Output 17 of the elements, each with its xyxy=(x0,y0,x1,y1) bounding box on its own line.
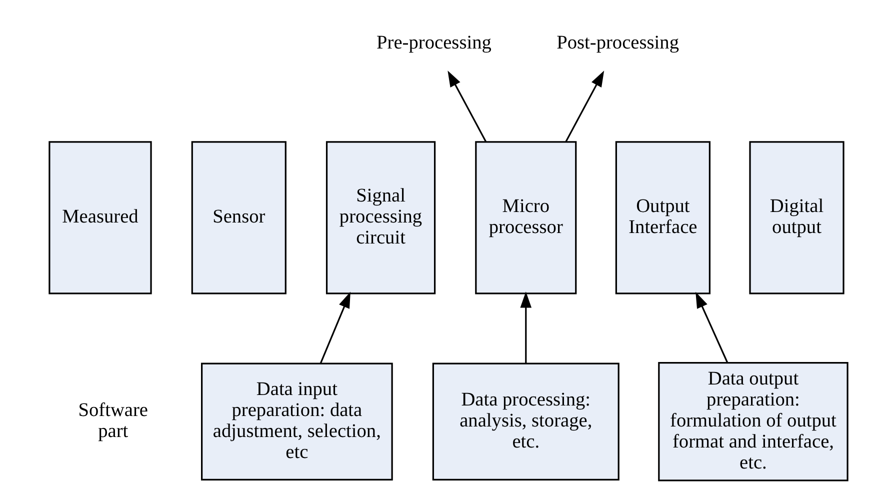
node-box: Data output preparation: formulation of output format and interface, etc. xyxy=(658,362,848,482)
node-text: Pre-processing xyxy=(376,32,491,54)
arrow xyxy=(520,292,532,364)
node-box: Measured xyxy=(48,141,152,294)
arrow xyxy=(564,70,604,142)
arrow xyxy=(695,292,728,363)
node-box: Signal processing circuit xyxy=(325,141,436,294)
label: Software part xyxy=(78,400,148,442)
node-box: Digital output xyxy=(748,141,844,294)
node-box: Data input preparation: data adjustment, selection, etc xyxy=(200,362,392,480)
node-text: Post-processing xyxy=(556,32,678,54)
node-box: Data processing: analysis, storage, etc. xyxy=(432,362,619,480)
node-box: Micro processor xyxy=(474,141,576,294)
arrow xyxy=(319,292,350,364)
node-box: Sensor xyxy=(190,141,286,294)
arrow xyxy=(447,70,486,142)
node-box: Output Interface xyxy=(614,141,710,294)
